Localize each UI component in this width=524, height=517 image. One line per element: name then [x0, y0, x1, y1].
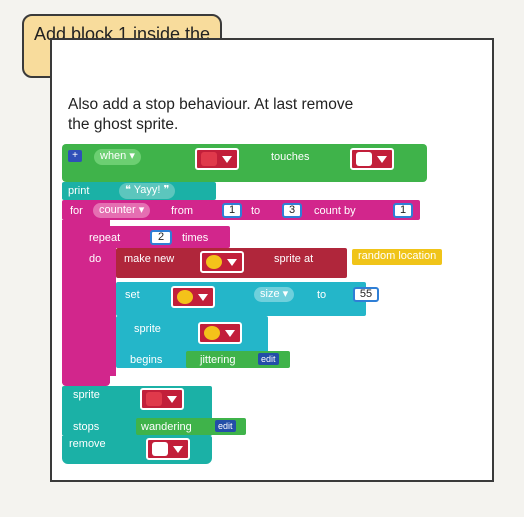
- size-label: size: [260, 288, 280, 300]
- ghost-sprite-icon: [152, 442, 168, 456]
- wandering-label: wandering: [141, 421, 192, 433]
- make-new-label: make new: [124, 253, 175, 265]
- edit-button[interactable]: edit: [215, 420, 236, 432]
- sprite-selector-robot[interactable]: [195, 148, 239, 170]
- from-value-field[interactable]: 1: [222, 203, 242, 218]
- random-location-field[interactable]: random location: [352, 249, 443, 265]
- chevron-down-icon: [225, 330, 235, 337]
- chevron-down-icon: [377, 156, 387, 163]
- when-label: when: [100, 150, 127, 162]
- counter-dropdown[interactable]: counter ▾: [93, 203, 151, 218]
- repeat-arm: [82, 248, 116, 376]
- chevron-down-icon: [222, 156, 232, 163]
- to-label: to: [251, 205, 261, 217]
- set-to-label: to: [317, 289, 327, 301]
- chevron-down-icon: ▾: [282, 288, 289, 300]
- print-text: Yayy!: [133, 184, 161, 196]
- for-loop-foot: [62, 374, 110, 386]
- robot-sprite-icon: [201, 152, 217, 166]
- size-value-field[interactable]: 55: [353, 287, 379, 302]
- sprite-selector-ghost-2[interactable]: [146, 438, 190, 460]
- count-by-value-field[interactable]: 1: [393, 203, 413, 218]
- print-text-field[interactable]: ❝ Yayy! ❞: [119, 183, 176, 199]
- sprite-selector-robot-2[interactable]: [140, 388, 184, 410]
- set-size-block[interactable]: [116, 282, 366, 316]
- set-label: set: [125, 289, 140, 301]
- sprite-selector-ghost[interactable]: [350, 148, 394, 170]
- size-dropdown[interactable]: size ▾: [254, 287, 295, 302]
- ghost-sprite-icon: [356, 152, 372, 166]
- event-toggle-icon[interactable]: +: [68, 150, 82, 162]
- begins-label: begins: [130, 354, 163, 366]
- for-label: for: [70, 205, 83, 217]
- sprite-at-label: sprite at: [274, 253, 314, 265]
- when-dropdown[interactable]: when ▾: [94, 149, 141, 165]
- remove-label: remove: [69, 438, 106, 450]
- sprite-selector-coin-2[interactable]: [171, 286, 215, 308]
- chevron-down-icon: [227, 259, 237, 266]
- sprite-selector-coin-3[interactable]: [198, 322, 242, 344]
- edit-button[interactable]: edit: [258, 353, 279, 365]
- do-label: do: [89, 253, 102, 265]
- from-label: from: [171, 205, 193, 217]
- counter-var: counter: [99, 204, 136, 216]
- times-label: times: [182, 232, 209, 244]
- coin-sprite-icon: [204, 326, 220, 340]
- sprite-label: sprite: [134, 323, 161, 335]
- coin-sprite-icon: [206, 255, 222, 269]
- chevron-down-icon: ▾: [129, 150, 135, 162]
- instruction-text: Also add a stop behaviour. At last remov…: [68, 96, 354, 133]
- chevron-down-icon: [198, 294, 208, 301]
- repeat-label: repeat: [89, 232, 121, 244]
- chevron-down-icon: [167, 396, 177, 403]
- jittering-label: jittering: [200, 354, 236, 366]
- sprite2-label: sprite: [73, 389, 100, 401]
- chevron-down-icon: ▾: [138, 204, 145, 216]
- quote-close: ❞: [163, 184, 170, 196]
- sprite-selector-coin-1[interactable]: [200, 251, 244, 273]
- coin-sprite-icon: [177, 290, 193, 304]
- stops-label: stops: [73, 421, 100, 433]
- touches-label: touches: [271, 151, 310, 163]
- print-label: print: [68, 185, 90, 197]
- chevron-down-icon: [173, 446, 183, 453]
- count-by-label: count by: [314, 205, 356, 217]
- quote-open: ❝: [125, 184, 131, 196]
- robot-sprite-icon: [146, 392, 162, 406]
- repeat-value-field[interactable]: 2: [150, 230, 172, 245]
- to-value-field[interactable]: 3: [282, 203, 302, 218]
